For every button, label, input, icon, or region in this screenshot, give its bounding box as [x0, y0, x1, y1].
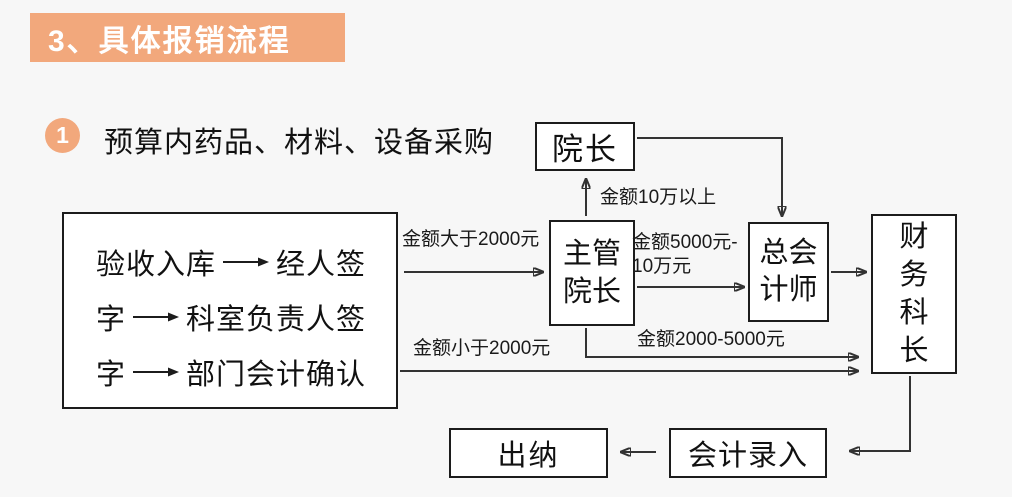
node-accounting-entry: 会计录入	[669, 428, 827, 478]
node-deputy-dean-line-2: 院长	[562, 276, 621, 308]
edge-label-amount-5000-to-100k-line-1: 金额5000元-	[632, 232, 738, 253]
source-line-2-pre: 字	[96, 303, 127, 336]
source-line-3: 字 部门会计确认	[96, 344, 366, 399]
node-finance-chief-line-4: 长	[899, 335, 929, 367]
node-finance-chief-line-1: 财	[899, 221, 929, 253]
edge-label-amount-over-100k: 金额10万以上	[600, 187, 717, 208]
page-title: 3、具体报销流程	[30, 13, 345, 62]
node-dean: 院长	[535, 122, 635, 171]
node-finance-chief-line-2: 务	[899, 259, 929, 291]
node-deputy-dean: 主管 院长	[549, 220, 635, 326]
node-finance-chief: 财 务 科 长	[871, 214, 957, 374]
node-deputy-dean-label: 主管 院长	[563, 235, 621, 311]
node-chief-accountant-label: 总会 计师	[759, 235, 817, 309]
edge-label-amount-2000-to-5000: 金额2000-5000元	[637, 329, 785, 350]
source-line-1-pre: 验收入库	[96, 248, 217, 281]
edge-label-amount-over-2000: 金额大于2000元	[402, 229, 540, 250]
edge-label-amount-5000-to-100k-line-2: 10万元	[632, 256, 692, 277]
node-chief-accountant-line-1: 总会	[759, 237, 818, 269]
edge-label-amount-under-2000: 金额小于2000元	[413, 338, 551, 359]
source-line-1-post: 经人签	[276, 248, 367, 281]
node-chief-accountant: 总会 计师	[748, 222, 829, 322]
source-line-2-post: 科室负责人签	[186, 303, 367, 336]
source-line-3-pre: 字	[96, 358, 127, 391]
source-line-1: 验收入库 经人签	[96, 234, 366, 289]
node-cashier: 出纳	[449, 428, 608, 478]
node-finance-chief-line-3: 科	[899, 297, 929, 329]
node-source-approvals: 验收入库 经人签 字 科室负责人签 字 部门会计确认	[62, 212, 398, 409]
edge-label-amount-5000-to-100k: 金额5000元- 10万元	[632, 231, 738, 279]
right-arrow-icon	[133, 367, 180, 376]
right-arrow-icon	[133, 312, 180, 321]
node-deputy-dean-line-1: 主管	[562, 238, 621, 270]
source-line-2: 字 科室负责人签	[96, 289, 366, 344]
node-dean-label: 院长	[552, 132, 618, 167]
step-number: 1	[56, 122, 69, 148]
right-arrow-icon	[223, 257, 270, 266]
node-accounting-entry-label: 会计录入	[687, 440, 808, 472]
step-number-badge: 1	[45, 118, 80, 153]
node-finance-chief-label: 财 务 科 长	[899, 218, 928, 370]
source-line-3-post: 部门会计确认	[186, 358, 367, 391]
edge-finance-chief-to-accounting-entry	[850, 376, 911, 451]
node-cashier-label: 出纳	[497, 440, 560, 472]
node-chief-accountant-line-2: 计师	[759, 274, 818, 306]
step-heading: 预算内药品、材料、设备采购	[104, 127, 495, 159]
